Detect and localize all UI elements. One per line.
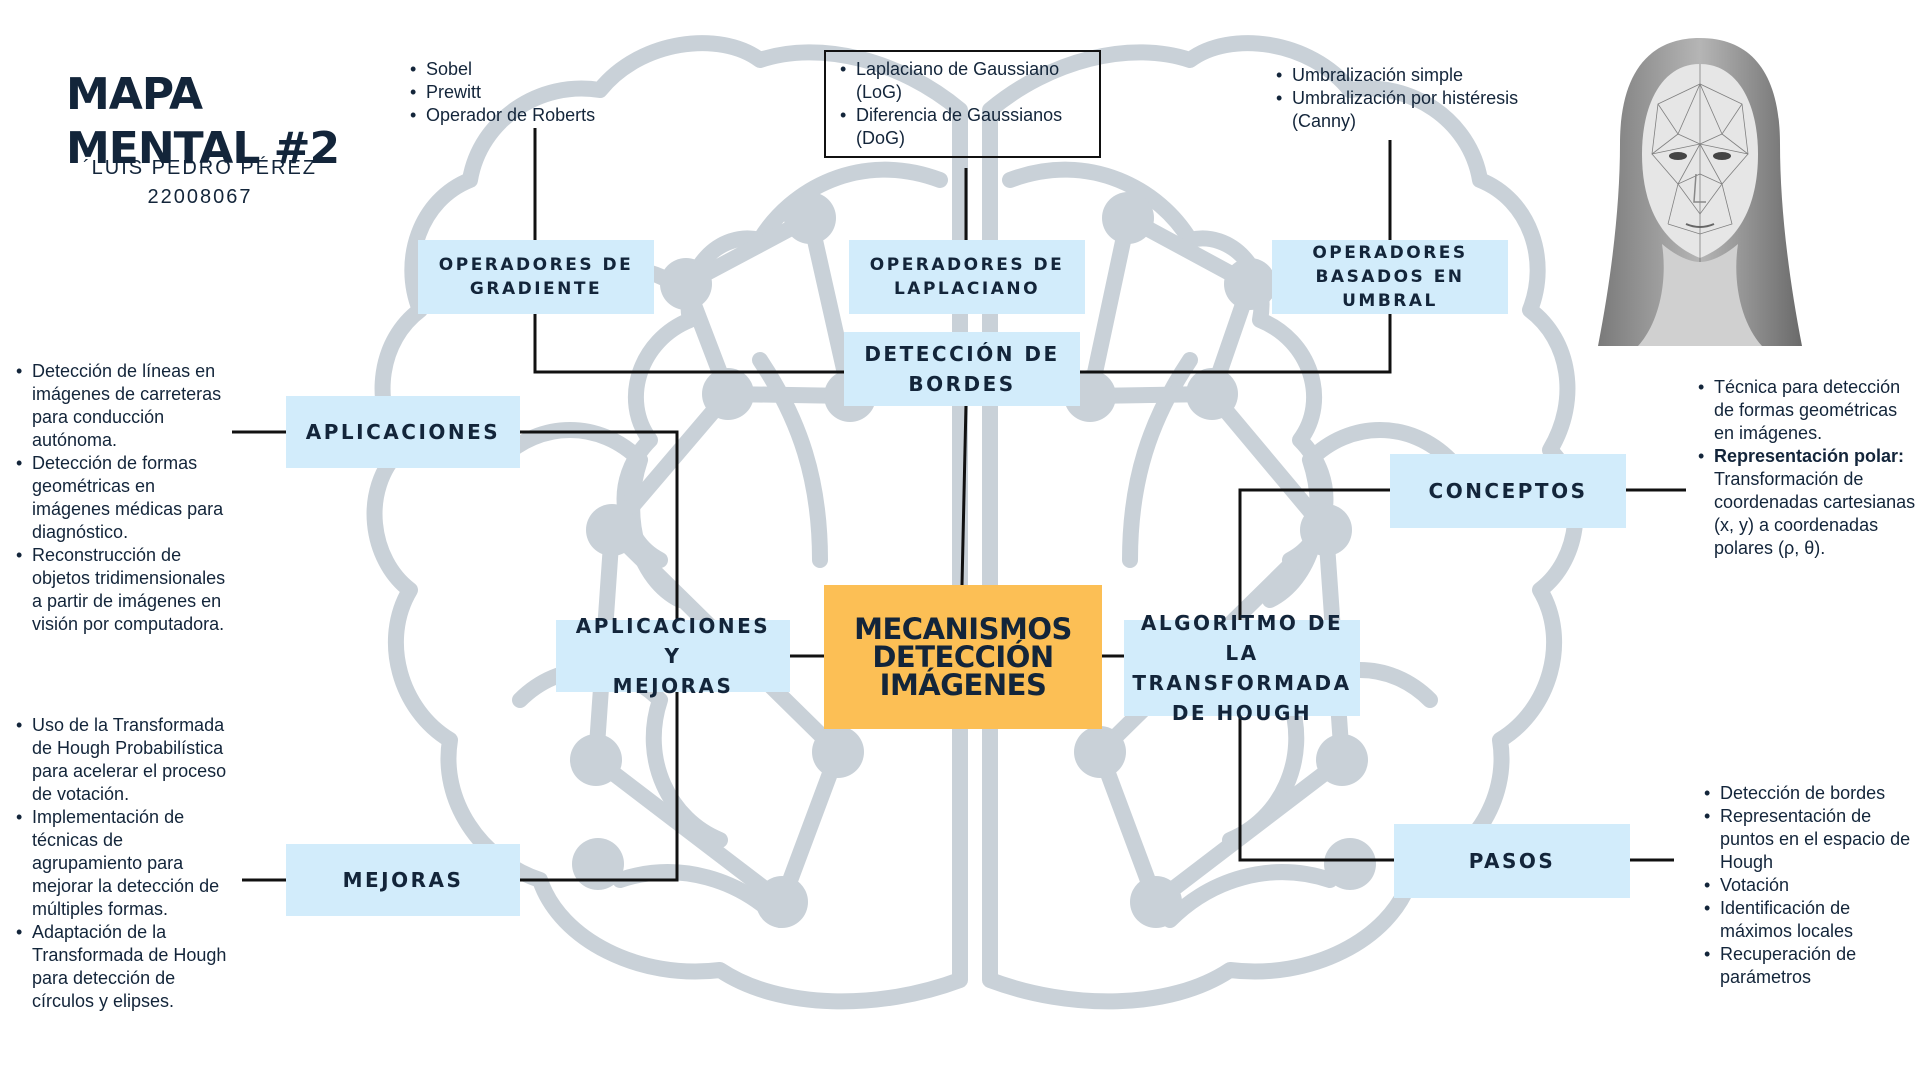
node-conceptos: CONCEPTOS <box>1390 454 1626 528</box>
node-label: OPERADORES <box>1312 243 1468 263</box>
list-item: Identificación de máximos locales <box>1702 897 1918 943</box>
list-item: Representación de puntos en el espacio d… <box>1702 805 1918 874</box>
node-label: OPERADORES DE <box>869 255 1065 275</box>
central-label: DETECCIÓN <box>872 640 1054 674</box>
list-item: Prewitt <box>408 81 648 104</box>
node-label: MEJORAS <box>342 868 464 892</box>
node-label: ALGORITMO DE LA <box>1140 611 1344 665</box>
list-item: Técnica para detección de formas geométr… <box>1696 376 1918 445</box>
notes-mejoras: Uso de la Transformada de Hough Probabil… <box>14 714 232 1013</box>
node-label: CONCEPTOS <box>1428 479 1588 503</box>
notes-gradiente: Sobel Prewitt Operador de Roberts <box>408 58 648 127</box>
list-item: Umbralización simple <box>1274 64 1554 87</box>
list-item: Recuperación de parámetros <box>1702 943 1918 989</box>
notes-pasos: Detección de bordes Representación de pu… <box>1702 782 1918 989</box>
list-item: Reconstrucción de objetos tridimensional… <box>14 544 232 636</box>
central-label: MECANISMOS <box>854 612 1072 646</box>
node-label: UMBRAL <box>1342 291 1438 311</box>
node-aplicaciones: APLICACIONES <box>286 396 520 468</box>
notes-laplaciano: Laplaciano de Gaussiano (LoG) Diferencia… <box>824 50 1101 158</box>
node-mejoras: MEJORAS <box>286 844 520 916</box>
author-name: ´LUIS PEDRO PÉREZ <box>82 157 318 179</box>
node-operadores-laplaciano: OPERADORES DE LAPLACIANO <box>849 240 1085 314</box>
node-label: APLICACIONES Y <box>575 614 771 668</box>
node-operadores-gradiente: OPERADORES DE GRADIENTE <box>418 240 654 314</box>
node-label: DE HOUGH <box>1171 701 1313 725</box>
list-item: Adaptación de la Transformada de Hough p… <box>14 921 232 1013</box>
title-line-1: MAPA <box>66 69 203 120</box>
node-label: BORDES <box>908 372 1016 396</box>
list-item: Representación polar: Transformación de … <box>1696 445 1918 560</box>
list-item: Laplaciano de Gaussiano (LoG) <box>838 58 1089 104</box>
page-title: MAPA MENTAL #2 <box>66 68 340 176</box>
list-item: Umbralización por histéresis (Canny) <box>1274 87 1554 133</box>
node-operadores-umbral: OPERADORES BASADOS EN UMBRAL <box>1272 240 1508 314</box>
node-pasos: PASOS <box>1394 824 1630 898</box>
notes-aplicaciones: Detección de líneas en imágenes de carre… <box>14 360 232 636</box>
notes-umbral: Umbralización simple Umbralización por h… <box>1274 64 1554 133</box>
node-label: LAPLACIANO <box>893 279 1041 299</box>
list-item: Diferencia de Gaussianos (DoG) <box>838 104 1089 150</box>
node-label: GRADIENTE <box>469 279 603 299</box>
node-label: OPERADORES DE <box>438 255 634 275</box>
list-item: Uso de la Transformada de Hough Probabil… <box>14 714 232 806</box>
face-mesh-illustration <box>1598 38 1802 346</box>
title-line-2: MENTAL #2 <box>66 123 340 174</box>
list-item: Operador de Roberts <box>408 104 648 127</box>
bold-term: Representación polar: <box>1714 446 1905 466</box>
node-label: BASADOS EN <box>1315 267 1465 287</box>
node-label: PASOS <box>1468 849 1556 873</box>
node-label: TRANSFORMADA <box>1132 671 1352 695</box>
list-item: Sobel <box>408 58 648 81</box>
notes-conceptos: Técnica para detección de formas geométr… <box>1696 376 1918 560</box>
node-label: APLICACIONES <box>305 420 501 444</box>
student-id: 22008067 <box>147 186 253 208</box>
author-block: ´LUIS PEDRO PÉREZ 22008067 <box>80 154 320 212</box>
term-definition: Transformación de coordenadas cartesiana… <box>1714 469 1916 558</box>
list-item: Detección de líneas en imágenes de carre… <box>14 360 232 452</box>
list-item: Implementación de técnicas de agrupamien… <box>14 806 232 921</box>
node-label: DETECCIÓN DE <box>864 342 1060 366</box>
list-item: Detección de formas geométricas en imáge… <box>14 452 232 544</box>
node-transformada-hough: ALGORITMO DE LA TRANSFORMADA DE HOUGH <box>1124 611 1360 725</box>
central-label: IMÁGENES <box>879 668 1047 702</box>
node-aplicaciones-mejoras: APLICACIONES Y MEJORAS <box>556 614 790 698</box>
node-label: MEJORAS <box>612 674 734 698</box>
list-item: Votación <box>1702 874 1918 897</box>
node-deteccion-bordes: DETECCIÓN DE BORDES <box>844 332 1080 406</box>
list-item: Detección de bordes <box>1702 782 1918 805</box>
